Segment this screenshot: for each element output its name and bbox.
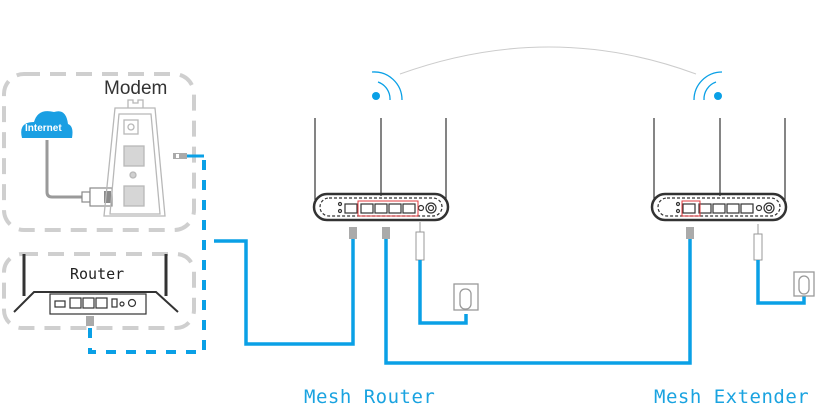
uplink-cable-to-mesh-router <box>214 239 355 346</box>
mesh-extender-power-cable <box>756 260 806 305</box>
router-label: Router <box>70 265 125 283</box>
mesh-extender-wifi-icon <box>693 71 723 101</box>
mesh-extender-power-outlet-icon <box>793 271 815 297</box>
modem-label: Modem <box>104 78 168 99</box>
mesh-router-power-outlet-icon <box>453 283 479 311</box>
modem-lan-plug <box>173 153 187 159</box>
connector-shade <box>104 191 111 203</box>
mesh-router-device <box>312 118 450 222</box>
mesh-router-lan-highlight <box>357 200 419 217</box>
internet-cloud-icon <box>21 111 73 138</box>
internet-cable-plug <box>81 191 91 203</box>
mesh-extender-device <box>650 118 788 222</box>
mesh-router-power-cable <box>418 260 468 325</box>
mesh-router-wan-plug <box>349 227 357 239</box>
modem-group-box <box>2 72 196 232</box>
router-device <box>13 254 179 315</box>
mesh-router-wifi-icon <box>371 71 403 101</box>
mesh-extender-wan-highlight <box>681 200 701 217</box>
wireless-link-arc <box>399 46 697 75</box>
internet-label: Internet <box>25 123 62 134</box>
router-wan-plug <box>86 316 94 326</box>
router-group-box <box>2 252 196 330</box>
mesh-extender-caption: Mesh Extender <box>654 386 810 408</box>
mesh-router-power-plug <box>415 222 425 261</box>
plug-detail <box>176 154 179 158</box>
modem-to-router-dashed-cable <box>88 160 206 354</box>
mesh-router-caption: Mesh Router <box>304 386 436 408</box>
internet-cable <box>45 140 82 199</box>
mesh-extender-power-plug <box>753 224 763 261</box>
modem-device <box>103 99 166 217</box>
mesh-router-lan-plug <box>382 227 390 239</box>
mesh-extender-wan-plug <box>686 227 694 239</box>
mesh-router-to-extender-cable <box>384 239 692 365</box>
